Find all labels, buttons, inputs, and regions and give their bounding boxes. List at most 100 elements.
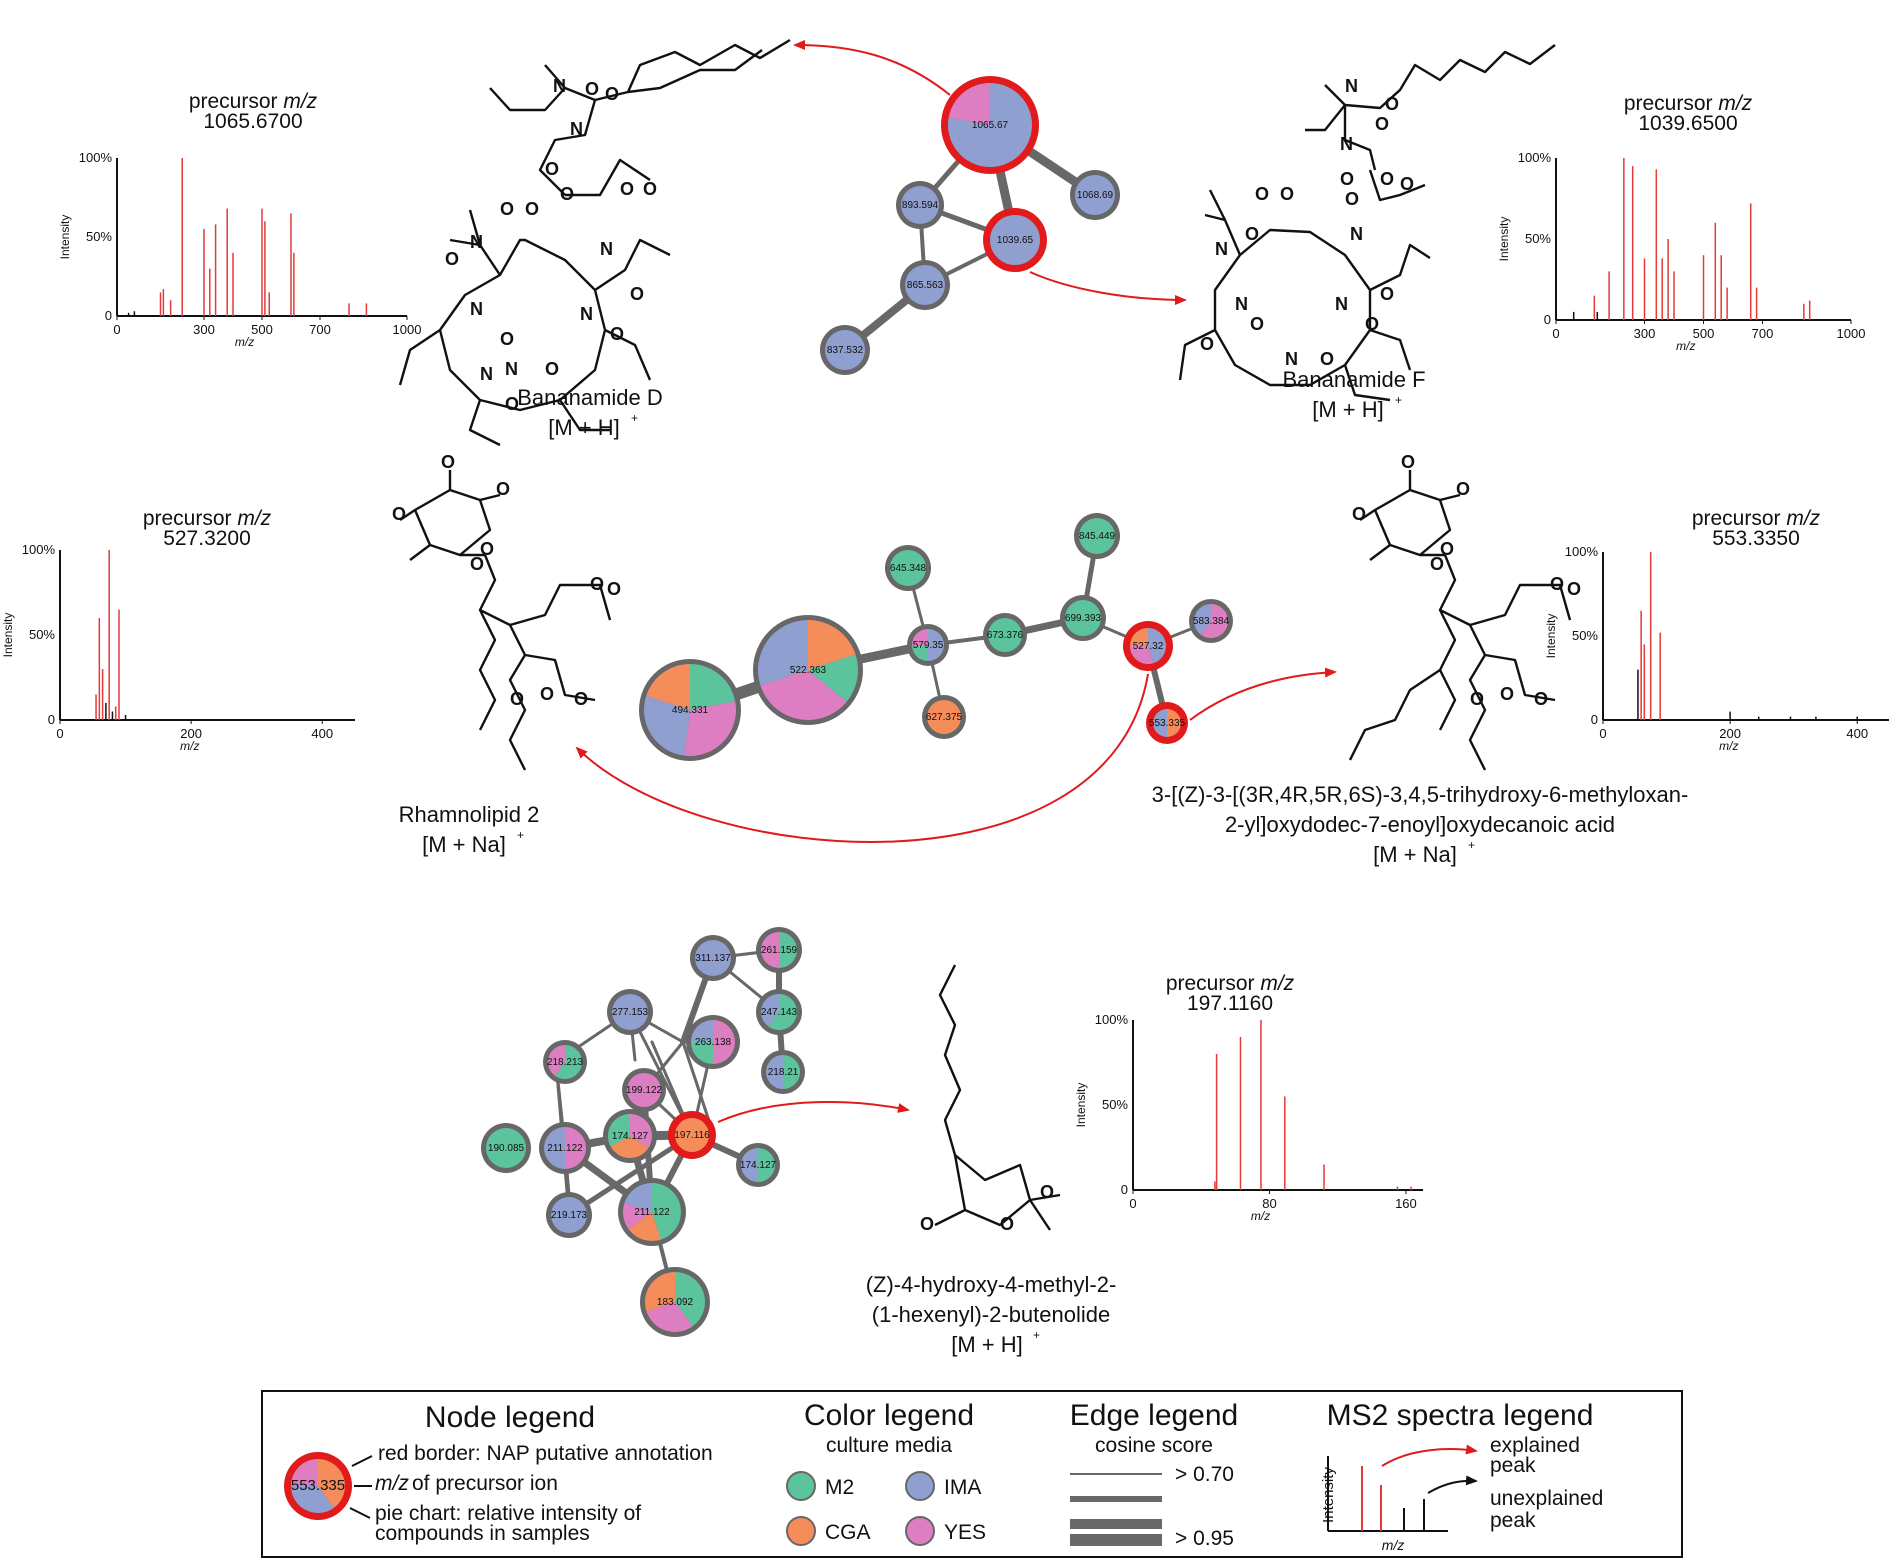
network-node: 845.449 bbox=[1074, 513, 1120, 559]
node-label: 1068.69 bbox=[1077, 190, 1114, 201]
precursor-mz: 197.1160 bbox=[1187, 992, 1273, 1015]
precursor-title: precursor m/z bbox=[1624, 92, 1753, 115]
node-label: 522.363 bbox=[790, 665, 827, 676]
node-legend-line3: pie chart: relative intensity of bbox=[375, 1502, 641, 1525]
svg-text:O: O bbox=[585, 79, 599, 99]
legend-frame bbox=[261, 1390, 1683, 1558]
svg-text:O: O bbox=[1456, 479, 1470, 499]
compound-adduct: [M + H] bbox=[548, 415, 620, 440]
compound-charge: + bbox=[1033, 1328, 1040, 1342]
precursor-mz: 1039.6500 bbox=[1638, 112, 1737, 135]
precursor-mz: 527.3200 bbox=[163, 527, 251, 550]
pie-slice-m2 bbox=[607, 1114, 630, 1147]
pie-slice-yes bbox=[684, 701, 736, 756]
pie-slice-ima bbox=[825, 330, 865, 370]
network-node: 553.335 bbox=[1146, 702, 1188, 744]
legend-panel: Node legend 553.335 red border: NAP puta… bbox=[261, 1390, 1683, 1558]
node-label: 673.376 bbox=[987, 630, 1024, 641]
network-node: 211.122 bbox=[618, 1178, 686, 1246]
pie-slice-cga bbox=[610, 1136, 649, 1159]
caption-bananamide-f: Bananamide F [M + H] + bbox=[1282, 367, 1425, 422]
precursor-title: precursor m/z bbox=[189, 90, 318, 113]
pie-slice-ima bbox=[644, 695, 690, 756]
svg-text:O: O bbox=[505, 394, 519, 414]
node-label: 211.122 bbox=[547, 1143, 583, 1154]
swatch-cga bbox=[786, 1516, 816, 1546]
svg-text:O: O bbox=[610, 324, 624, 344]
pie-slice-cga bbox=[675, 1118, 709, 1152]
x-tick-label: 200 bbox=[1719, 726, 1741, 741]
pie-slice-ima bbox=[291, 1486, 334, 1514]
network-node: 583.384 bbox=[1189, 599, 1233, 643]
y-tick-label: 50% bbox=[1572, 628, 1598, 643]
svg-text:N: N bbox=[1350, 224, 1363, 244]
ms2-legend-xlabel: m/z bbox=[1382, 1537, 1405, 1553]
compound-name: Rhamnolipid 2 bbox=[399, 802, 540, 827]
precursor-title: precursor m/z bbox=[1692, 507, 1821, 530]
svg-text:O: O bbox=[1500, 684, 1514, 704]
network-node: 247.143 bbox=[756, 989, 802, 1035]
node-label: 579.35 bbox=[913, 640, 944, 651]
svg-text:O: O bbox=[1345, 189, 1359, 209]
x-tick-label: 500 bbox=[1693, 326, 1715, 341]
ms2-spectrum: precursor m/z1065.6700100%50%0Intensity0… bbox=[58, 90, 421, 349]
spectrum-ylabel: Intensity bbox=[58, 215, 72, 260]
pie-slice-cga bbox=[628, 1212, 661, 1241]
svg-text:O: O bbox=[1200, 334, 1214, 354]
x-tick-label: 1000 bbox=[393, 322, 422, 337]
svg-text:O: O bbox=[545, 159, 559, 179]
svg-text:O: O bbox=[1280, 184, 1294, 204]
spectrum-xlabel: m/z bbox=[235, 335, 254, 349]
pie-slice-ima bbox=[1194, 604, 1211, 635]
x-tick-label: 0 bbox=[56, 726, 63, 741]
node-label: 494.331 bbox=[672, 705, 709, 716]
structure-rhamnolipid-right bbox=[1348, 470, 1572, 771]
pie-slice-ima bbox=[544, 1127, 565, 1169]
network-bottom: 261.159311.137247.143277.153263.138218.2… bbox=[481, 927, 805, 1337]
node-label: 699.393 bbox=[1065, 613, 1102, 624]
svg-text:O: O bbox=[480, 539, 494, 559]
pie-slice-m2 bbox=[890, 550, 926, 586]
node-label: 865.563 bbox=[907, 280, 944, 291]
svg-text:O: O bbox=[1375, 114, 1389, 134]
x-tick-label: 700 bbox=[309, 322, 331, 337]
network-node: 522.363 bbox=[753, 615, 863, 725]
network-node: 174.127 bbox=[736, 1143, 780, 1187]
x-tick-label: 400 bbox=[311, 726, 333, 741]
network-node: 261.159 bbox=[756, 927, 802, 973]
y-tick-label: 50% bbox=[86, 229, 112, 244]
network-node: 837.532 bbox=[820, 325, 870, 375]
node-label: 553.335 bbox=[1149, 718, 1186, 729]
pie-slice-ima bbox=[691, 1020, 713, 1042]
y-tick-label: 0 bbox=[1591, 712, 1598, 727]
svg-text:O: O bbox=[620, 179, 634, 199]
pie-slice-yes bbox=[291, 1459, 318, 1486]
network-node: 579.35 bbox=[907, 624, 949, 666]
y-tick-label: 100% bbox=[1518, 150, 1552, 165]
node-label: 1039.65 bbox=[997, 235, 1034, 246]
y-tick-label: 100% bbox=[79, 150, 113, 165]
svg-text:O: O bbox=[1245, 224, 1259, 244]
network-middle: 494.331522.363579.35645.348627.375673.37… bbox=[639, 513, 1233, 761]
node-label: 893.594 bbox=[902, 200, 939, 211]
pie-slice-yes bbox=[760, 670, 847, 720]
ms2-legend-ylabel: Intensity bbox=[1320, 1467, 1337, 1523]
y-tick-label: 100% bbox=[1095, 1012, 1129, 1027]
svg-text:O: O bbox=[1340, 169, 1354, 189]
pie-slice-yes bbox=[623, 1203, 652, 1230]
pie-slice-m2 bbox=[779, 932, 797, 968]
compound-adduct: [M + H] bbox=[1312, 397, 1384, 422]
x-tick-label: 0 bbox=[1552, 326, 1559, 341]
svg-text:O: O bbox=[1352, 504, 1366, 524]
svg-text:N: N bbox=[1340, 134, 1353, 154]
pie-slice-m2 bbox=[486, 1128, 526, 1168]
node-label: 219.173 bbox=[551, 1210, 588, 1221]
pie-slice-cga bbox=[808, 620, 856, 670]
svg-text:N: N bbox=[1335, 294, 1348, 314]
svg-text:N: N bbox=[1285, 349, 1298, 369]
swatch-ima bbox=[905, 1471, 935, 1501]
edge-legend-title: Edge legend bbox=[1070, 1399, 1239, 1432]
svg-text:O: O bbox=[1255, 184, 1269, 204]
network-nodes: 1065.671068.69893.5941039.65865.563837.5… bbox=[481, 76, 1233, 1337]
